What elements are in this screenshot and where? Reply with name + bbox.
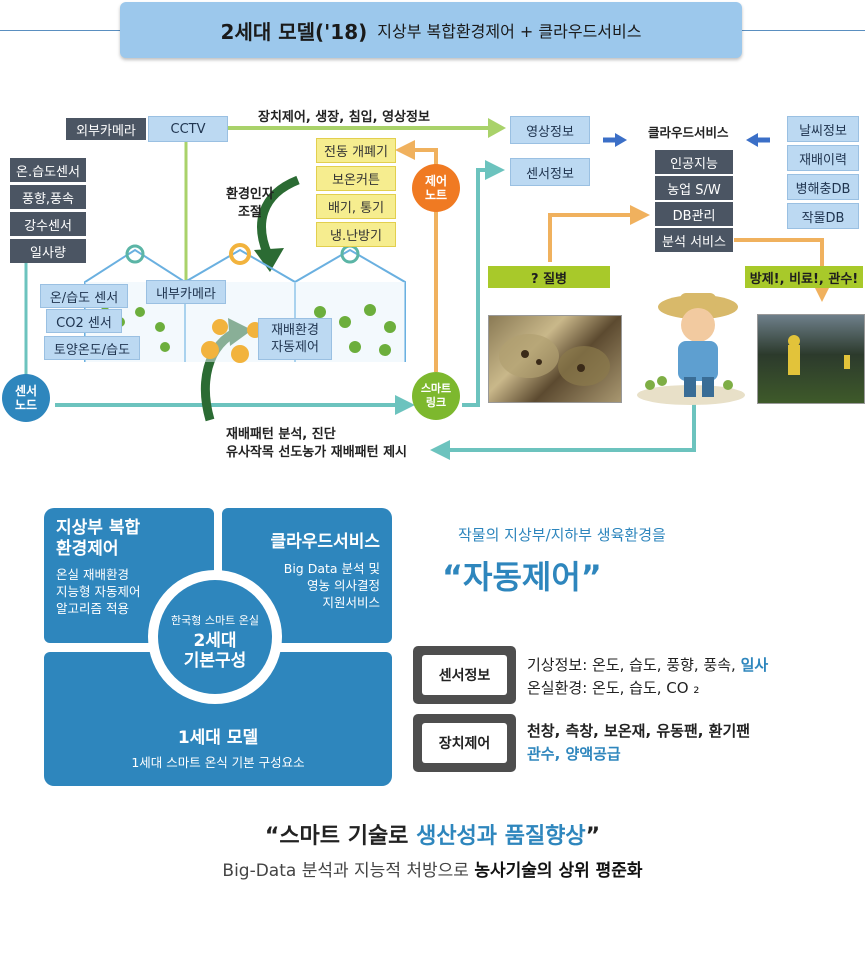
external-sensor-item: 풍향,풍속 [10, 185, 86, 209]
center-badge-small: 한국형 스마트 온실 [171, 614, 259, 627]
cloud-item: 인공지능 [655, 150, 733, 174]
cloud-source-item: 병해충DB [787, 174, 859, 200]
inner-sensor-item: CO2 센서 [46, 309, 122, 333]
panel-first-gen-title: 1세대 모델 [177, 728, 259, 748]
cloud-service-stack: 인공지능 농업 S/W DB관리 분석 서비스 [655, 150, 733, 252]
sensor-info-box: 센서정보 [510, 158, 590, 186]
top-flow-label: 장치제어, 생장, 침입, 영상정보 [258, 110, 430, 125]
video-info-box: 영상정보 [510, 116, 590, 144]
actuator-item: 냉.난방기 [316, 222, 396, 247]
cloud-item: 농업 S/W [655, 176, 733, 200]
actuator-item: 보온커튼 [316, 166, 396, 191]
page-title-banner: 2세대 모델('18) 지상부 복합환경제어 + 클라우드서비스 [120, 2, 742, 58]
device-control-tag: 장치제어 [413, 714, 516, 772]
inner-camera-label: 내부카메라 [146, 280, 226, 304]
cloud-service-title: 클라우드서비스 [648, 125, 729, 140]
device-control-details: 천창, 측창, 보온재, 유동팬, 환기팬 관수, 양액공급 [527, 722, 751, 763]
cctv-label: CCTV [148, 116, 228, 142]
external-sensor-item: 강수센서 [10, 212, 86, 236]
external-camera-label: 외부카메라 [66, 118, 146, 140]
actuator-stack: 전동 개폐기 보온커튼 배기, 통기 냉.난방기 [316, 138, 396, 247]
external-sensor-stack: 온.습도센서 풍향,풍속 강수센서 일사량 [10, 158, 86, 263]
device-control-tag-label: 장치제어 [422, 723, 507, 763]
header-rule-right [742, 30, 865, 31]
disease-leaf-photo [488, 315, 622, 403]
disease-label: ? 질병 [488, 266, 610, 288]
panel-aboveground-text: 온실 재배환경 지능형 자동제어 알고리즘 적용 [56, 567, 141, 616]
sensor-info-tag-label: 센서정보 [422, 655, 507, 695]
external-sensor-item: 온.습도센서 [10, 158, 86, 182]
cloud-source-item: 작물DB [787, 203, 859, 229]
page-title: 2세대 모델('18) [220, 19, 368, 44]
inner-sensor-item: 온/습도 센서 [40, 284, 128, 308]
actuator-item: 배기, 통기 [316, 194, 396, 219]
panel-cloud-text: Big Data 분석 및 영농 의사결정 지원서비스 [283, 561, 380, 610]
actuator-item: 전동 개폐기 [316, 138, 396, 163]
flow-connectors [24, 118, 832, 460]
page-subtitle: 지상부 복합환경제어 + 클라우드서비스 [377, 22, 642, 41]
cloud-source-stack: 날씨정보 재배이력 병해충DB 작물DB [787, 116, 859, 229]
panel-cloud-title: 클라우드서비스 [270, 532, 380, 552]
pest-control-photo [757, 314, 865, 404]
action-label: 방제!, 비료!, 관수! [745, 266, 863, 288]
cloud-source-item: 날씨정보 [787, 116, 859, 142]
auto-control-headline: “자동제어” [442, 558, 602, 596]
cloud-item: DB관리 [655, 202, 733, 226]
external-sensor-item: 일사량 [10, 239, 86, 263]
farmer-illustration [630, 285, 752, 409]
header-rule-left [0, 30, 120, 31]
footer-quote: “스마트 기술로 생산성과 품질향상” [264, 824, 601, 849]
auto-control-subtitle: 작물의 지상부/지하부 생육환경을 [458, 526, 666, 544]
sensor-info-details: 기상정보: 온도, 습도, 풍향, 풍속, 일사 온실환경: 온도, 습도, C… [527, 656, 769, 697]
inner-sensor-item: 토양온도/습도 [44, 336, 140, 360]
panel-first-gen-text: 1세대 스마트 온식 기본 구성요소 [131, 755, 305, 770]
sensor-info-tag: 센서정보 [413, 646, 516, 704]
cloud-item: 분석 서비스 [655, 228, 733, 252]
cloud-source-item: 재배이력 [787, 145, 859, 171]
arrow-env-adjust [257, 175, 300, 257]
footer-subline: Big-Data 분석과 지능적 처방으로 농사기술의 상위 평준화 [222, 861, 643, 881]
